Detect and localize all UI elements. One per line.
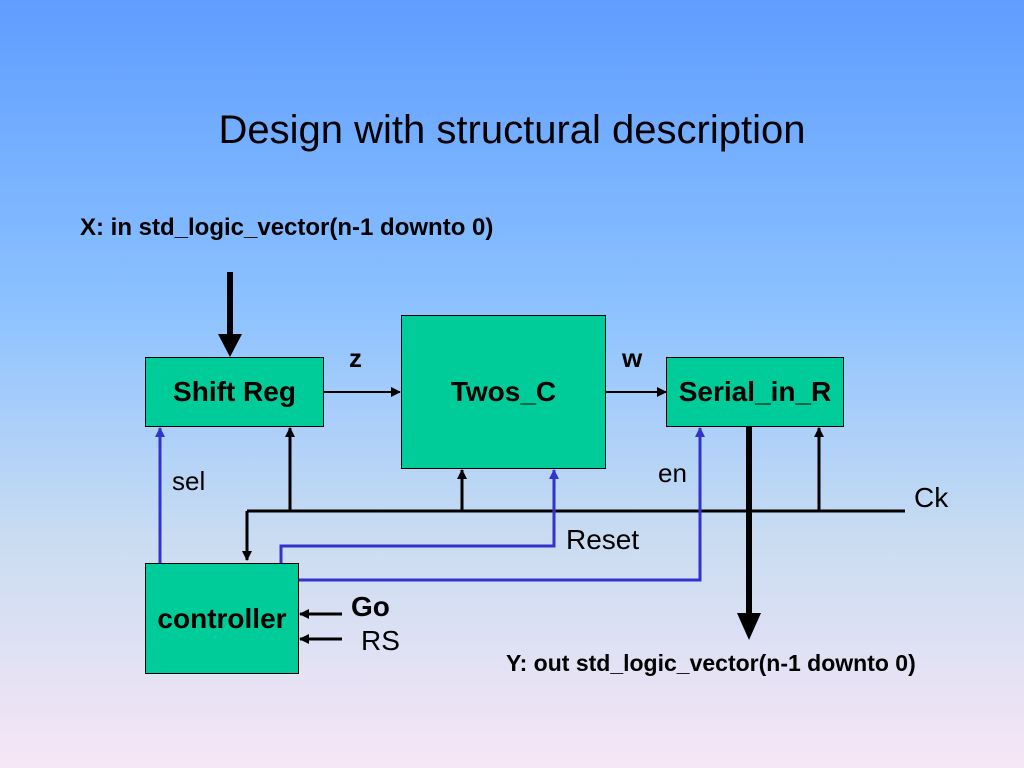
- shift-reg-label: Shift Reg: [173, 376, 296, 407]
- en-label: en: [658, 458, 687, 488]
- reset-label: Reset: [566, 524, 640, 555]
- en-wire: [299, 427, 705, 582]
- ck-bus: [242, 427, 905, 561]
- x-input-arrow: [218, 272, 242, 357]
- w-label: w: [622, 343, 643, 373]
- z-label: z: [349, 343, 362, 373]
- serial-in-r-block: Serial_in_R: [666, 357, 844, 427]
- ck-label: Ck: [914, 482, 949, 513]
- shift-reg-block: Shift Reg: [145, 357, 324, 427]
- slide-title: Design with structural description: [218, 108, 806, 152]
- rs-label: RS: [361, 625, 400, 656]
- twos-c-block: Twos_C: [401, 315, 606, 469]
- x-input-label: X: in std_logic_vector(n-1 downto 0): [80, 214, 494, 241]
- controller-block: controller: [145, 563, 299, 674]
- reset-wire: [279, 469, 559, 563]
- controller-label: controller: [157, 602, 287, 634]
- y-output-label: Y: out std_logic_vector(n-1 downto 0): [506, 650, 916, 676]
- go-label: Go: [351, 591, 390, 622]
- y-output-arrow: [737, 427, 761, 640]
- serial-in-r-label: Serial_in_R: [678, 376, 832, 407]
- twos-c-label: Twos_C: [450, 376, 557, 407]
- sel-label: sel: [172, 466, 206, 496]
